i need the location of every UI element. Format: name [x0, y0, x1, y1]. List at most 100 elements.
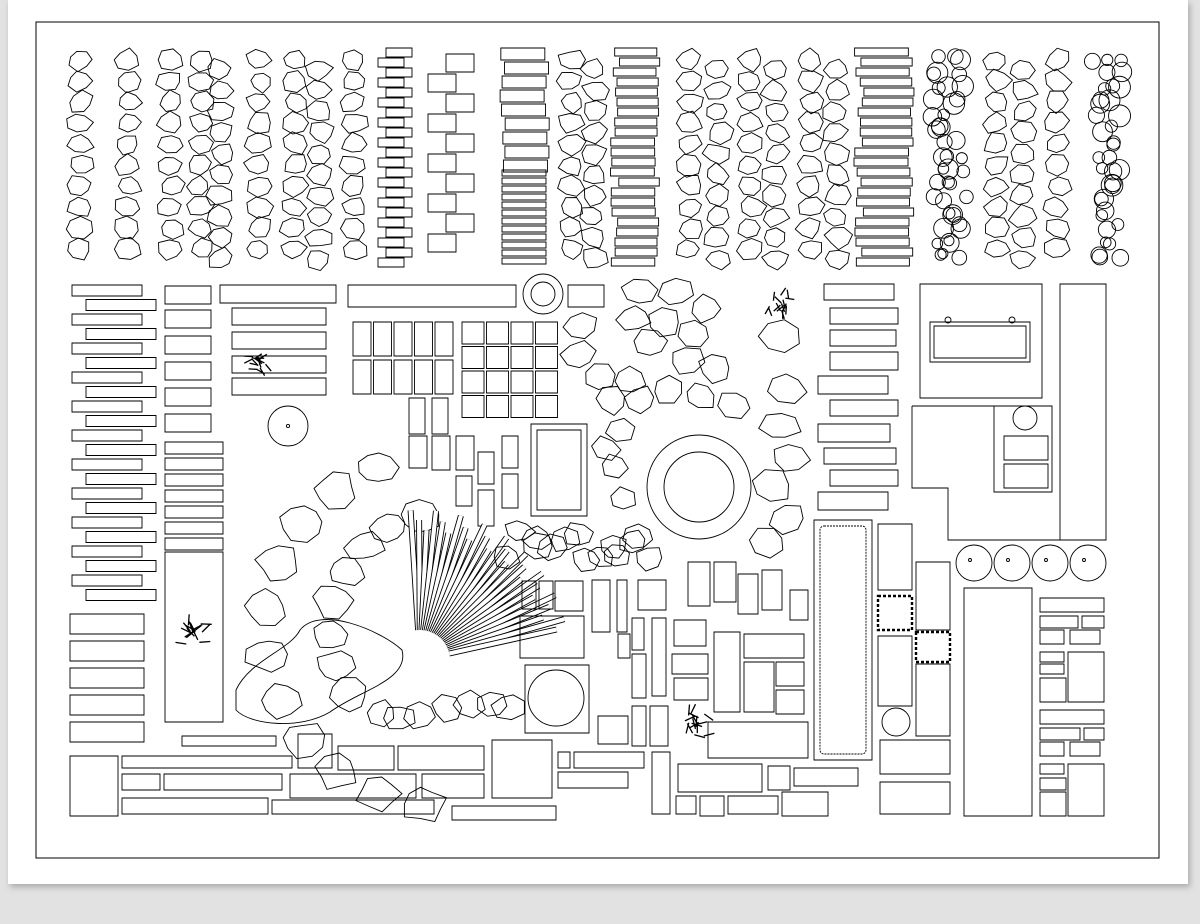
stone-paver	[1010, 60, 1035, 79]
stone-strip	[114, 48, 142, 259]
patio-slab	[1004, 464, 1048, 488]
paving-slab	[122, 756, 292, 768]
paving-slab	[1040, 678, 1066, 702]
grid-tile	[536, 371, 558, 393]
stone-paver	[606, 418, 635, 441]
stone-paver	[823, 124, 848, 142]
stone-paver	[739, 177, 761, 195]
round-paver	[934, 148, 953, 167]
stone-paver	[156, 72, 180, 90]
round-paver	[936, 193, 952, 209]
stone-paver	[699, 355, 729, 384]
shrub-symbol	[244, 354, 271, 376]
paving-slab	[638, 580, 666, 610]
paving-slab	[555, 581, 583, 611]
right-slab-column	[814, 284, 950, 814]
round-patio-outer	[647, 435, 751, 539]
large-slab	[964, 588, 1032, 816]
stone-paver	[707, 206, 729, 226]
stone-paver	[985, 92, 1006, 112]
stone-paver	[310, 122, 334, 144]
paving-slab	[818, 424, 890, 442]
stone-paver	[560, 217, 581, 237]
planter-bed	[165, 552, 223, 722]
paving-slab	[353, 360, 371, 394]
stacked-block	[503, 160, 547, 172]
stone-paver	[738, 156, 761, 174]
paving-slab	[1040, 728, 1080, 740]
stone-strip	[500, 48, 549, 264]
round-paver	[1088, 107, 1104, 123]
grid-tile	[536, 347, 558, 369]
plank-fill	[449, 630, 556, 654]
stone-paver	[344, 72, 365, 90]
paving-slab	[652, 618, 666, 696]
stone-paver	[738, 219, 760, 238]
stacked-block	[505, 62, 549, 74]
paving-slab	[617, 580, 627, 632]
stone-paver	[66, 216, 92, 239]
stone-paver	[984, 196, 1008, 216]
round-paver	[994, 545, 1030, 581]
paving-slab	[232, 332, 326, 349]
ladder-slat	[502, 202, 546, 208]
stone-paver	[676, 48, 700, 70]
stone-paver	[588, 547, 613, 566]
stone-paver	[244, 589, 285, 626]
stone-paver	[189, 155, 211, 175]
stone-paver	[592, 436, 621, 461]
paving-slab	[394, 322, 412, 356]
stone-strip	[854, 48, 914, 266]
paving-slab	[520, 616, 584, 658]
paving-slab	[714, 562, 736, 602]
stone-paver	[305, 230, 332, 247]
paving-slab	[878, 524, 912, 590]
stone-paver	[765, 228, 785, 248]
stone-paver	[800, 92, 824, 114]
stone-paver	[1043, 197, 1068, 218]
stone-paver	[67, 176, 91, 196]
grid-tile	[487, 322, 509, 344]
stone-paver	[207, 205, 232, 226]
round-paver	[944, 207, 955, 218]
grid-tile	[511, 322, 533, 344]
paving-slab	[72, 430, 142, 441]
stone-paver	[67, 114, 94, 132]
stone-paver	[985, 240, 1011, 257]
stone-paver	[162, 176, 185, 195]
round-paver	[951, 50, 971, 70]
long-planter-inner	[820, 526, 866, 754]
stone-paver	[710, 122, 734, 145]
brick-paver	[378, 158, 404, 167]
stone-strip	[795, 48, 852, 270]
stone-paver	[1047, 91, 1068, 113]
stone-paver	[706, 184, 729, 207]
paving-slab	[72, 343, 142, 354]
paving-slab	[432, 436, 450, 470]
paving-slab	[830, 470, 898, 486]
paving-slab	[272, 800, 434, 814]
stone-paver	[344, 241, 367, 260]
stone-paver	[246, 49, 272, 68]
stone-paver	[67, 197, 91, 216]
grid-tile	[511, 347, 533, 369]
paving-slab	[830, 352, 898, 370]
plank-paver	[855, 148, 909, 156]
stone-paver	[70, 90, 93, 112]
grid-tile	[536, 396, 558, 418]
stone-paver	[676, 240, 699, 258]
stone-paver	[1045, 48, 1068, 71]
brick-paver	[386, 108, 412, 117]
stone-strip	[1084, 53, 1131, 266]
stone-strips	[66, 48, 1131, 271]
paving-slab	[492, 740, 552, 798]
paving-slab	[674, 620, 706, 646]
stone-paver	[190, 114, 213, 133]
disc-center	[286, 424, 289, 427]
round-paver	[928, 121, 945, 138]
stone-paver	[1015, 101, 1037, 121]
stacked-block	[502, 76, 546, 88]
hatched-panel	[916, 632, 950, 662]
round-paver	[952, 67, 967, 82]
paving-slab	[232, 356, 326, 373]
